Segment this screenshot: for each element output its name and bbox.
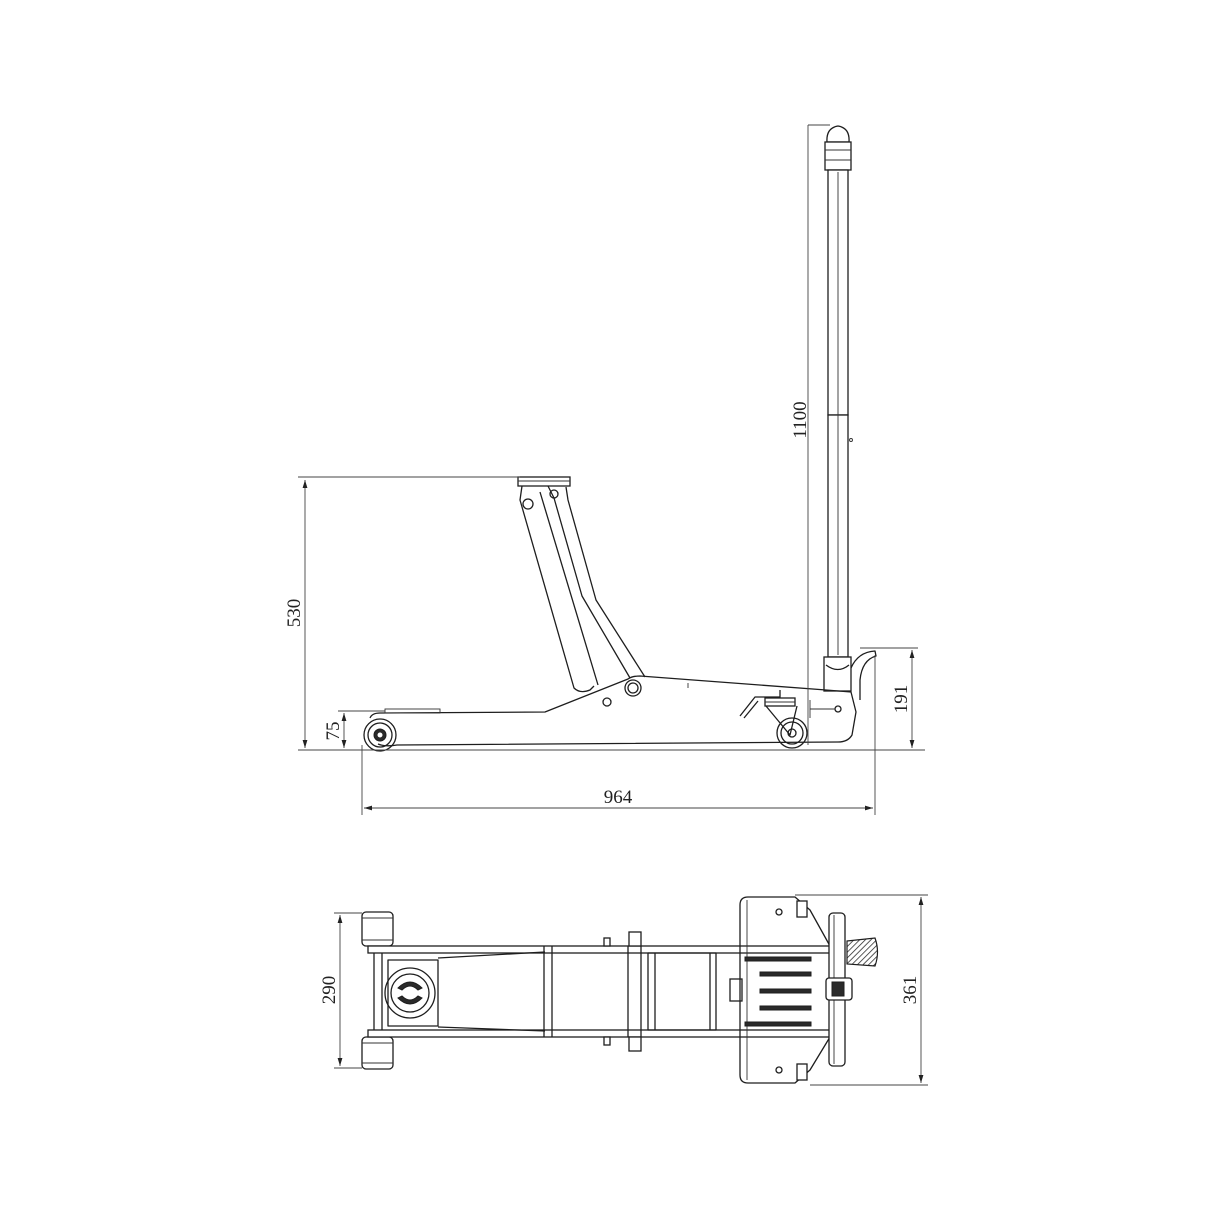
front-wheel bbox=[363, 718, 397, 752]
dim-body-height: 191 bbox=[891, 685, 912, 714]
rear-body-plate bbox=[739, 896, 831, 1084]
handle-socket bbox=[823, 650, 877, 700]
dim-max-lift-height: 530 bbox=[284, 599, 305, 628]
dimension-lines-side bbox=[298, 124, 925, 815]
saddle-top bbox=[384, 951, 546, 1032]
side-view: 1100 530 75 191 964 bbox=[284, 124, 925, 815]
lift-arms bbox=[517, 476, 646, 693]
top-view: 290 361 bbox=[319, 894, 928, 1086]
dim-frame-width: 290 bbox=[319, 976, 340, 1005]
chassis bbox=[369, 675, 857, 747]
dim-overall-width: 361 bbox=[900, 976, 921, 1005]
dim-overall-length: 964 bbox=[604, 787, 633, 808]
dimension-lines-top bbox=[334, 894, 928, 1086]
front-wheels-top bbox=[361, 911, 394, 1070]
handle bbox=[824, 125, 853, 658]
dim-min-height: 75 bbox=[323, 722, 344, 741]
dim-handle-height: 1100 bbox=[790, 401, 811, 438]
rear-caster bbox=[739, 690, 808, 749]
cross-members bbox=[543, 931, 743, 1052]
handle-wheel-top bbox=[825, 912, 879, 1067]
